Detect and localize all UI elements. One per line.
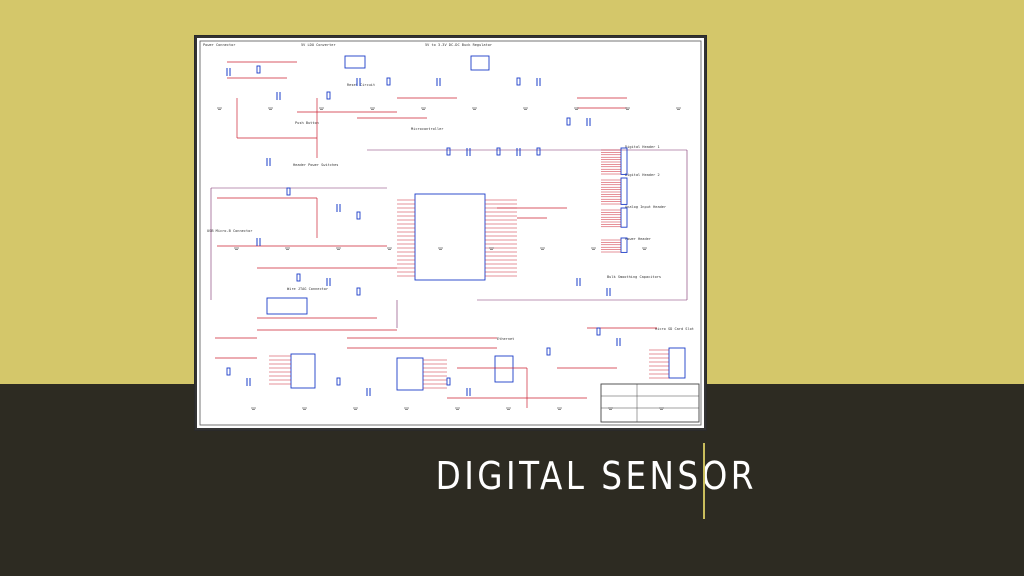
section-label: Wire JTAG Connector (287, 287, 329, 291)
section-label: USB Micro-B Connector (207, 229, 253, 233)
schematic-drawing: Power Connector 5V LDO Converter 5V to 3.3… (199, 40, 702, 426)
section-label: Power Header (625, 237, 652, 241)
section-label: Digital Header 2 (625, 173, 660, 177)
section-label: Analog Input Header (625, 205, 667, 209)
section-label: Digital Header 1 (625, 145, 660, 149)
section-label: 5V LDO Converter (301, 43, 336, 47)
section-label: Push Button (295, 121, 319, 125)
schematic-image: Power Connector 5V LDO Converter 5V to 3.3… (195, 36, 706, 430)
title-accent-rule (703, 443, 705, 519)
section-label: Microcontroller (411, 127, 444, 131)
section-label: Header Power Switches (293, 163, 338, 167)
section-label: Ethernet (497, 337, 514, 341)
section-label: Reset Circuit (347, 83, 375, 87)
slide-title: DIGITAL SENSOR (435, 454, 757, 498)
section-label: 5V to 3.3V DC-DC Buck Regulator (425, 43, 493, 47)
section-label: Bulk Smoothing Capacitors (607, 275, 661, 279)
section-label: Power Connector (203, 43, 236, 47)
section-label: Micro SD Card Slot (655, 327, 694, 331)
